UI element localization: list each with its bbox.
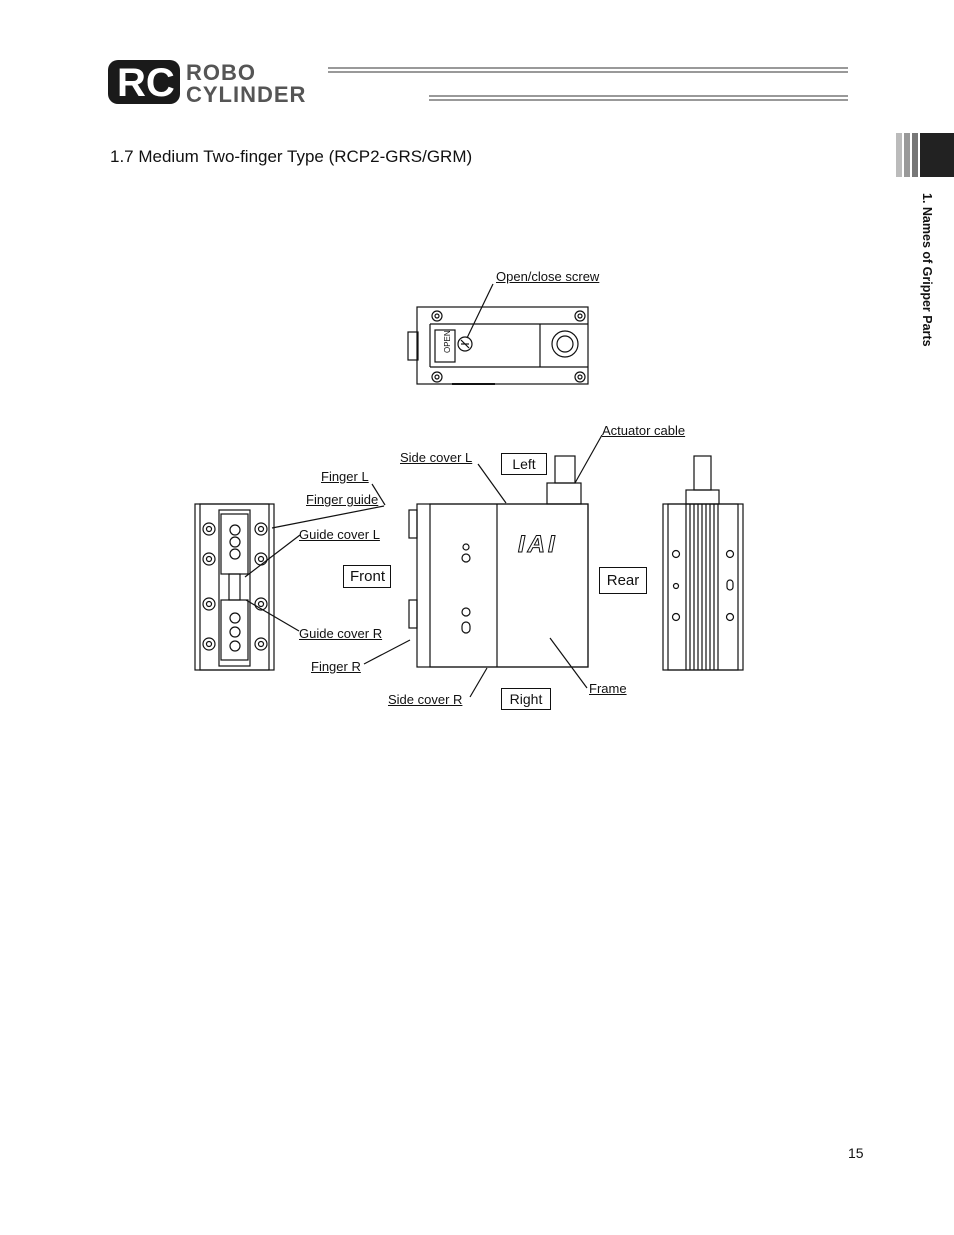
direction-right-box: Right bbox=[501, 688, 551, 710]
direction-rear-box: Rear bbox=[599, 567, 647, 594]
direction-left-box: Left bbox=[501, 453, 547, 475]
open-marking: OPEN bbox=[443, 330, 452, 353]
label-frame: Frame bbox=[589, 681, 627, 696]
label-guide-cover-l: Guide cover L bbox=[299, 527, 380, 542]
iai-brand-mark: IAI bbox=[518, 531, 558, 558]
label-finger-guide: Finger guide bbox=[306, 492, 379, 507]
header-logo: RC ROBO CYLINDER bbox=[106, 58, 851, 108]
page-number: 15 bbox=[848, 1145, 864, 1161]
rear-view bbox=[662, 455, 744, 671]
label-side-cover-r: Side cover R bbox=[388, 692, 463, 707]
top-view bbox=[407, 283, 589, 385]
logo-rc-letters: RC bbox=[117, 61, 175, 105]
gripper-diagram: OPEN bbox=[0, 260, 954, 720]
label-finger-r: Finger R bbox=[311, 659, 361, 674]
logo-cylinder-text: CYLINDER bbox=[186, 82, 306, 107]
label-actuator-cable: Actuator cable bbox=[602, 423, 686, 438]
section-title: 1.7 Medium Two-finger Type (RCP2-GRS/GRM… bbox=[110, 147, 473, 166]
side-view bbox=[408, 434, 603, 698]
label-guide-cover-r: Guide cover R bbox=[299, 626, 383, 641]
direction-front-box: Front bbox=[343, 565, 391, 588]
logo-robo-text: ROBO bbox=[186, 60, 256, 85]
gripper-drawing: OPEN bbox=[194, 283, 744, 698]
label-finger-l: Finger L bbox=[321, 469, 369, 484]
label-open-close-screw: Open/close screw bbox=[496, 269, 600, 284]
rc-emblem: RC bbox=[108, 60, 180, 105]
side-tab-marker bbox=[896, 133, 954, 177]
label-side-cover-l: Side cover L bbox=[400, 450, 473, 465]
front-view bbox=[194, 483, 411, 671]
logo-graphic: RC ROBO CYLINDER bbox=[108, 60, 848, 107]
